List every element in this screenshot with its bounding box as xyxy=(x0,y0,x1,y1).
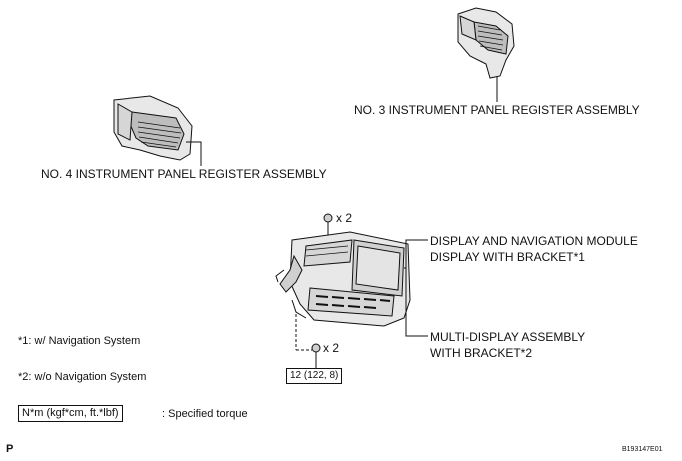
page-marker: P xyxy=(6,443,14,455)
torque-units-legend-box: N*m (kgf*cm, ft.*lbf) xyxy=(18,405,123,422)
lower-bolt-icon xyxy=(311,343,321,362)
multi-display-label-line1: MULTI-DISPLAY ASSEMBLY xyxy=(430,330,586,344)
no3-register-label: NO. 3 INSTRUMENT PANEL REGISTER ASSEMBLY xyxy=(354,103,640,117)
note-2: *2: w/o Navigation System xyxy=(18,371,147,383)
multi-display-leader xyxy=(405,268,428,337)
display-nav-label-line2: DISPLAY WITH BRACKET*1 xyxy=(430,250,585,264)
no3-register-illustration xyxy=(457,7,515,79)
display-module-illustration xyxy=(275,231,411,327)
torque-legend-description: : Specified torque xyxy=(162,408,248,420)
no4-register-illustration xyxy=(113,95,193,161)
note-1: *1: w/ Navigation System xyxy=(18,335,141,347)
torque-value-box: 12 (122, 8) xyxy=(286,368,343,384)
display-module-leader xyxy=(404,239,428,269)
lower-bolt-qty: x 2 xyxy=(323,341,340,355)
no4-register-label: NO. 4 INSTRUMENT PANEL REGISTER ASSEMBLY xyxy=(41,167,327,181)
upper-bolt-icon xyxy=(323,213,333,232)
upper-bolt-qty: x 2 xyxy=(336,211,353,225)
multi-display-label-line2: WITH BRACKET*2 xyxy=(430,346,533,360)
figure-code: B193147E01 xyxy=(622,446,663,453)
display-nav-label-line1: DISPLAY AND NAVIGATION MODULE xyxy=(430,234,638,248)
no4-register-leader xyxy=(186,141,202,166)
